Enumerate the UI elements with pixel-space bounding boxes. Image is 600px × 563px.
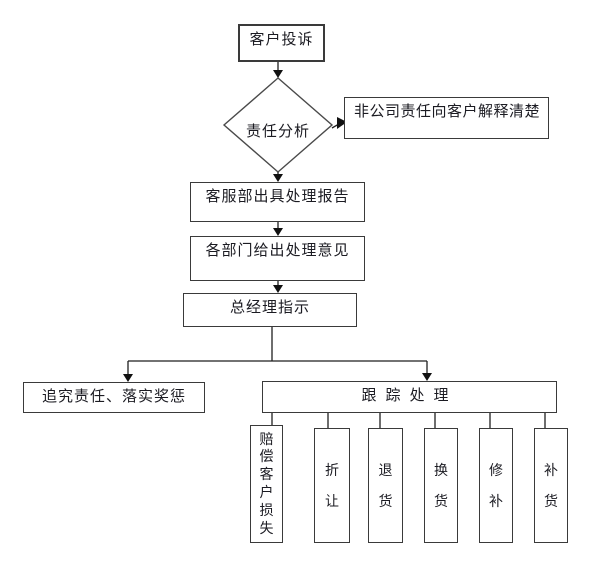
node-customer-complaint: 客户投诉: [238, 24, 325, 62]
node-action-restock: 补货: [534, 428, 568, 543]
arrow-branch-to-accountability: [123, 361, 133, 382]
arrow-branch-to-tracking: [422, 361, 432, 381]
node-accountability-rewards: 追究责任、落实奖惩: [23, 382, 205, 413]
node-responsibility-analysis: 责任分析: [245, 123, 310, 140]
node-tracking-handling: 跟踪处理: [262, 381, 557, 413]
node-action-repair: 修补: [479, 428, 513, 543]
tracking-drop-lines: [271, 413, 546, 429]
arrow-report-to-opinions: [273, 222, 283, 236]
node-action-return-goods: 退货: [368, 428, 403, 543]
node-action-exchange-goods: 换货: [424, 428, 458, 543]
node-non-company-explain: 非公司责任向客户解释清楚: [344, 97, 549, 139]
node-action-discount: 折让: [314, 428, 350, 543]
node-action-compensate-loss: 赔偿客户损失: [250, 425, 283, 543]
arrow-complaint-to-analysis: [273, 62, 283, 78]
arrow-analysis-to-report: [273, 172, 283, 182]
node-gm-instruction: 总经理指示: [183, 293, 357, 327]
node-department-opinions: 各部门给出处理意见: [190, 236, 365, 281]
arrow-analysis-to-explain: [331, 117, 347, 129]
arrow-opinions-to-gm: [273, 281, 283, 293]
branch-from-gm: [128, 327, 427, 362]
node-service-dept-report: 客服部出具处理报告: [190, 182, 365, 222]
